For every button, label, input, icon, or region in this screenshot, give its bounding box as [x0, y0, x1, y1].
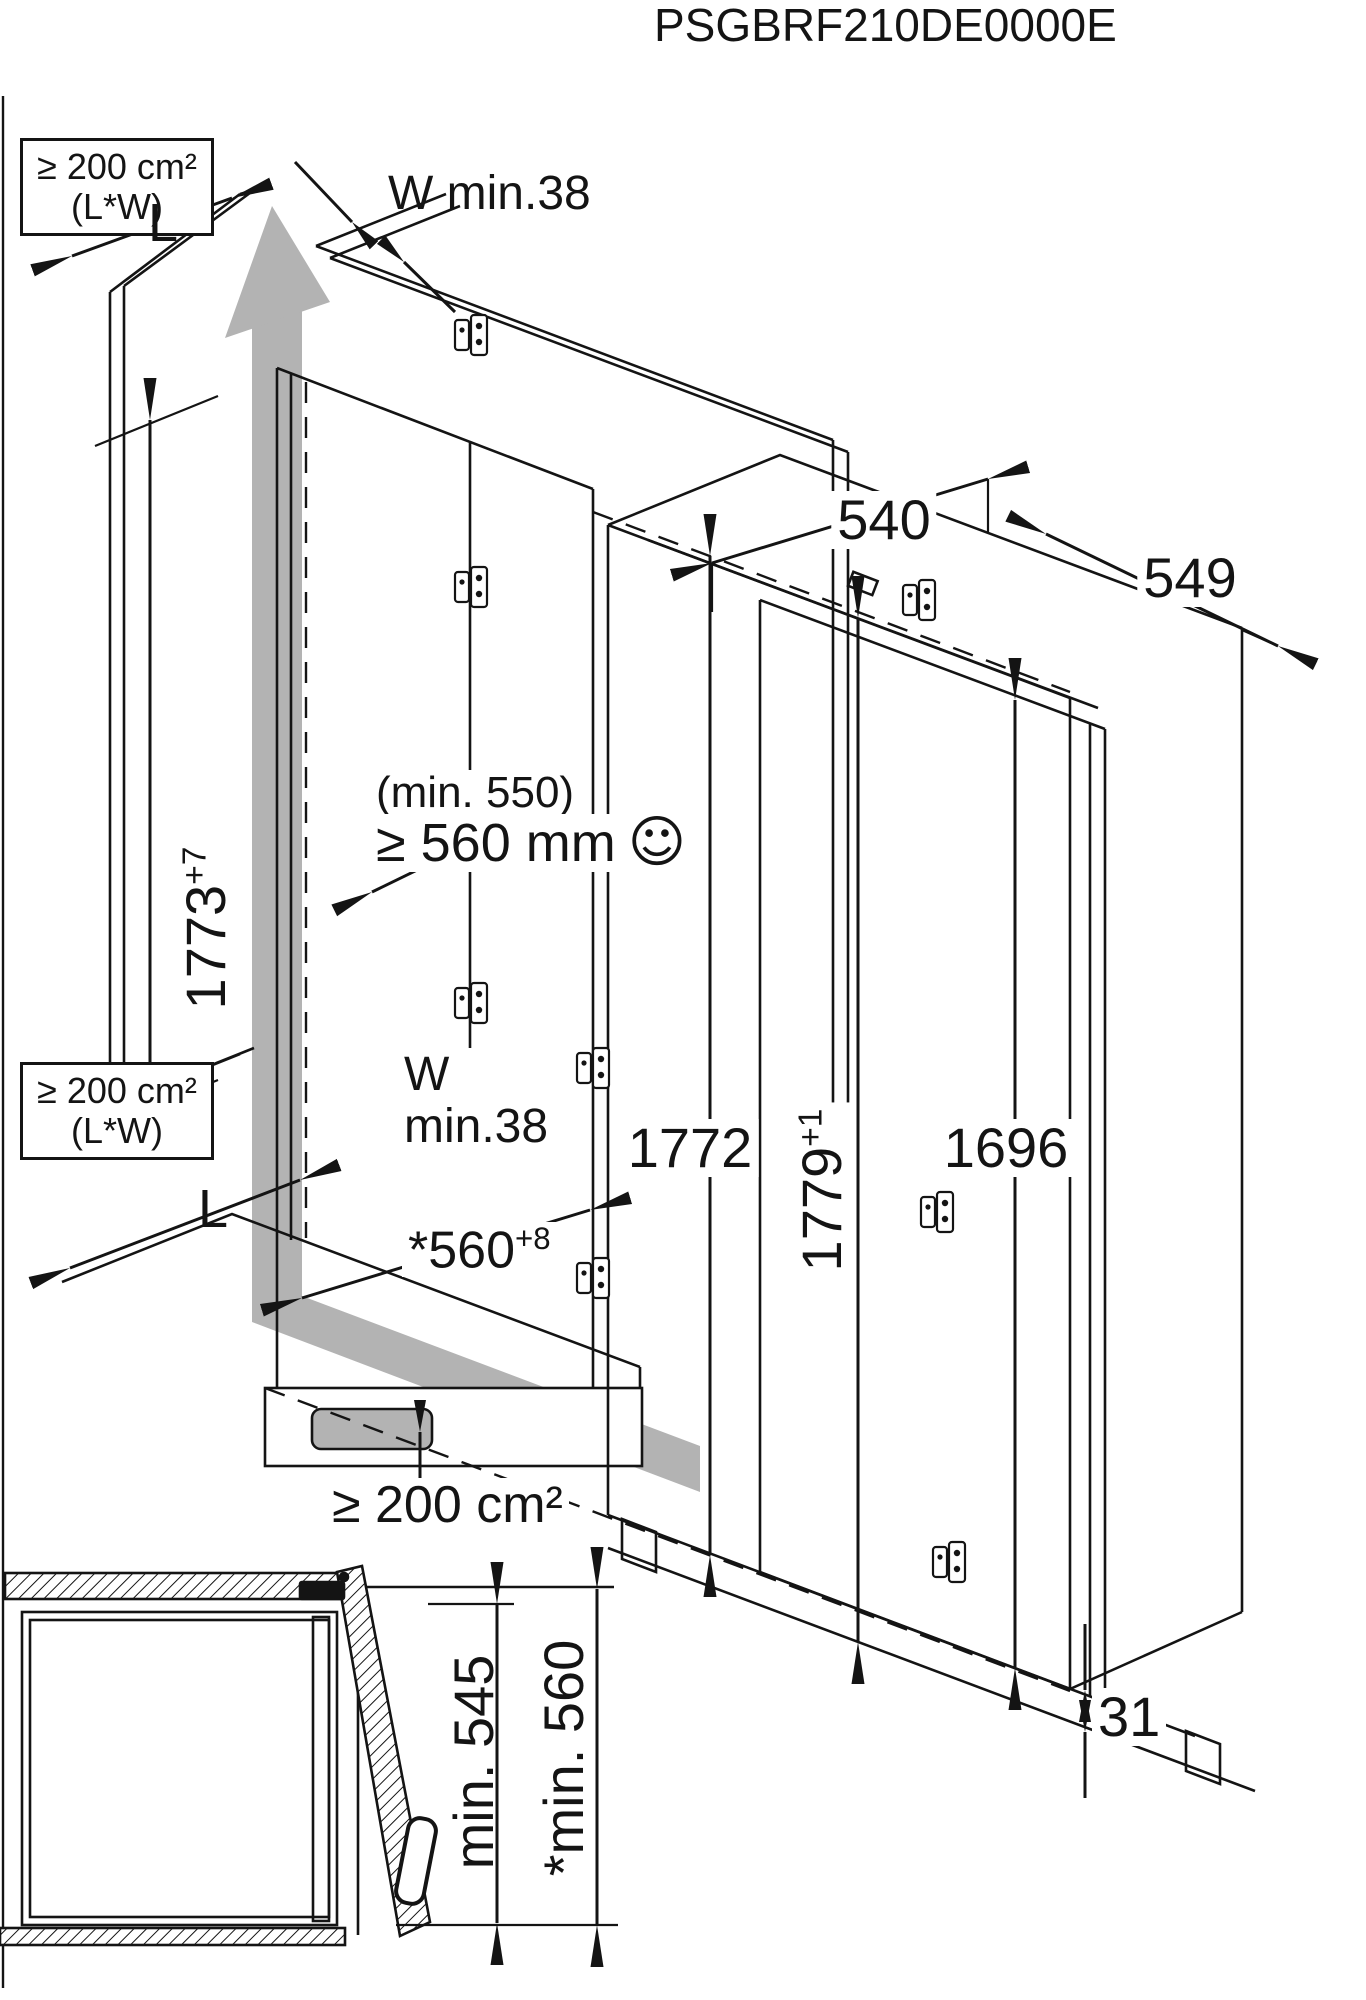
- vent-area-value: ≥ 200 cm²: [37, 1069, 197, 1111]
- dim-cabinet-depth: 540: [831, 491, 937, 549]
- dim-door-height: 1696: [937, 1119, 1075, 1177]
- vent-area-bottom: ≥ 200 cm²: [326, 1478, 569, 1532]
- vent-area-value: ≥ 200 cm²: [37, 145, 197, 187]
- vent-area-formula: (L*W): [71, 186, 163, 227]
- dim-niche-height: 1773+7: [174, 846, 237, 1010]
- dim-plan-depth: min. 545: [442, 1654, 505, 1870]
- model-number: PSGBRF210DE0000E: [654, 0, 1117, 51]
- dimension-arrows: [28, 160, 1319, 1798]
- dim-appliance-height: 1779+1: [790, 1102, 853, 1278]
- vent-area-box-top: ≥ 200 cm² (L*W): [20, 138, 214, 236]
- airflow-arrow: [225, 206, 700, 1492]
- vent-area-box-mid: ≥ 200 cm² (L*W): [20, 1062, 214, 1160]
- plan-view: [0, 1564, 618, 1947]
- niche-note-min550: (min. 550): [370, 770, 581, 816]
- appliance-drawing: [606, 453, 1256, 1793]
- dim-door-floor-gap: 31: [1092, 1688, 1167, 1746]
- dim-recess-depth: *560+8: [402, 1222, 557, 1278]
- length-label-bottom: L: [198, 1179, 229, 1239]
- niche-note-560-text: ≥ 560 mm: [376, 813, 616, 873]
- dim-plan-depth-star: *min. 560: [532, 1639, 595, 1877]
- length-label-top: L: [148, 193, 179, 253]
- dim-niche-inner-height: 1772: [621, 1119, 759, 1177]
- wall-gap-label-mid: W min.38: [398, 1048, 555, 1154]
- vent-area-formula: (L*W): [71, 1110, 163, 1151]
- wall-gap-label-top: W min.38: [388, 167, 591, 220]
- plan-dimension-arrows: [490, 1547, 604, 1967]
- dim-appliance-depth: 549: [1137, 549, 1243, 607]
- smiley-icon: ☺: [627, 810, 687, 875]
- niche-note-560: ≥ 560 mm ☺: [370, 810, 693, 875]
